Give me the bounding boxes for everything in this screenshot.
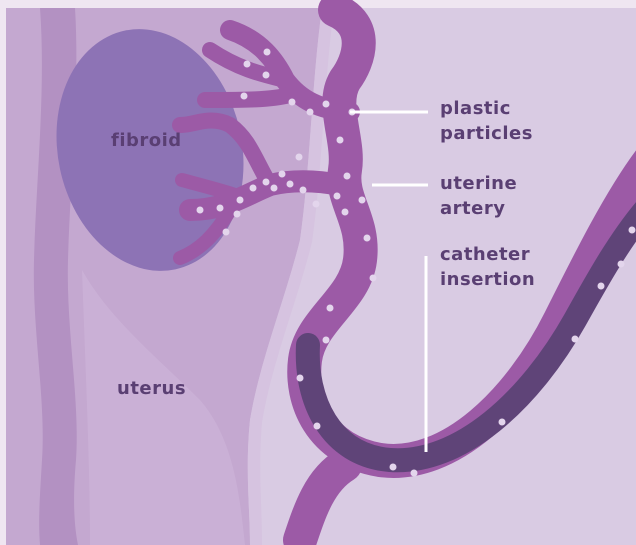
plastic-particles-label-line-2: particles (440, 121, 533, 146)
fibroid-label: fibroid (111, 128, 182, 153)
plastic-particles-label-line-1: plastic (440, 96, 533, 121)
uterus-label: uterus (117, 376, 186, 401)
catheter-insertion-label: catheter insertion (440, 242, 535, 292)
uterine-artery-label-line-1: uterine (440, 171, 517, 196)
uterine-artery-label-line-2: artery (440, 196, 517, 221)
catheter-insertion-label-line-2: insertion (440, 267, 535, 292)
plastic-particles-label: plastic particles (440, 96, 533, 146)
uterine-artery-label: uterine artery (440, 171, 517, 221)
catheter-insertion-label-line-1: catheter (440, 242, 535, 267)
